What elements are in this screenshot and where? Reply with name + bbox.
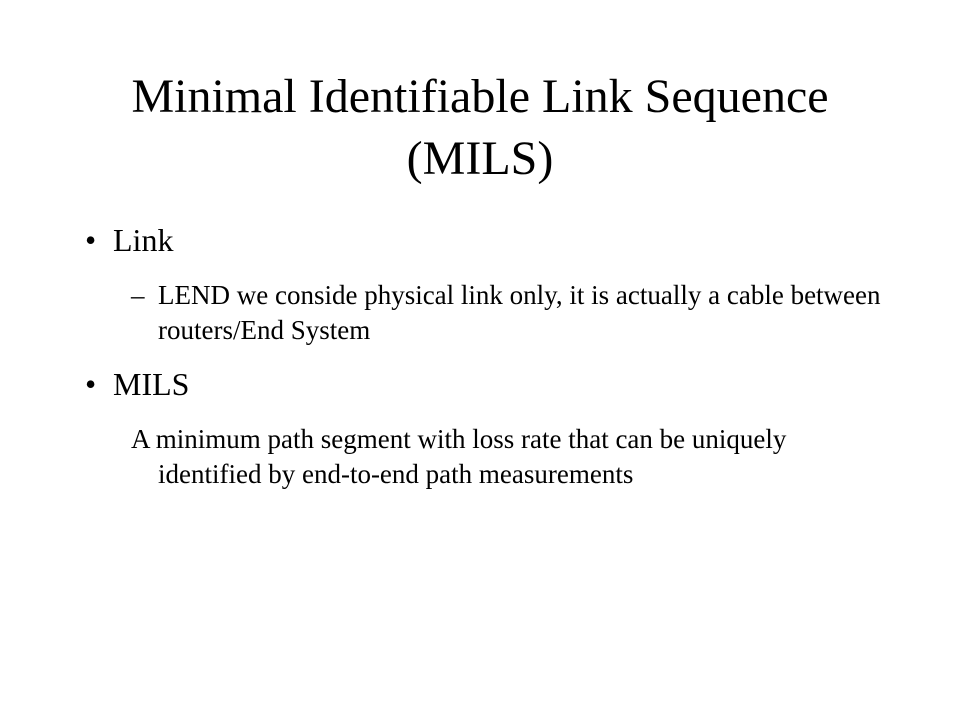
bullet-marker: •	[85, 366, 97, 402]
slide-title: Minimal Identifiable Link Sequence (MILS…	[131, 70, 829, 185]
sub-bullet-link-description: –LEND we conside physical link only, it …	[85, 278, 885, 348]
mils-definition: A minimum path segment with loss rate th…	[131, 424, 787, 489]
slide-body: • Link –LEND we conside physical link on…	[85, 214, 885, 492]
bullet-label: MILS	[113, 366, 190, 402]
sub-bullet-text: LEND we conside physical link only, it i…	[158, 280, 881, 345]
bullet-label: Link	[113, 222, 174, 258]
bullet-mils: • MILS	[85, 358, 885, 410]
dash-marker: –	[131, 280, 145, 310]
bullet-marker: •	[85, 222, 97, 258]
bullet-link: • Link	[85, 214, 885, 266]
